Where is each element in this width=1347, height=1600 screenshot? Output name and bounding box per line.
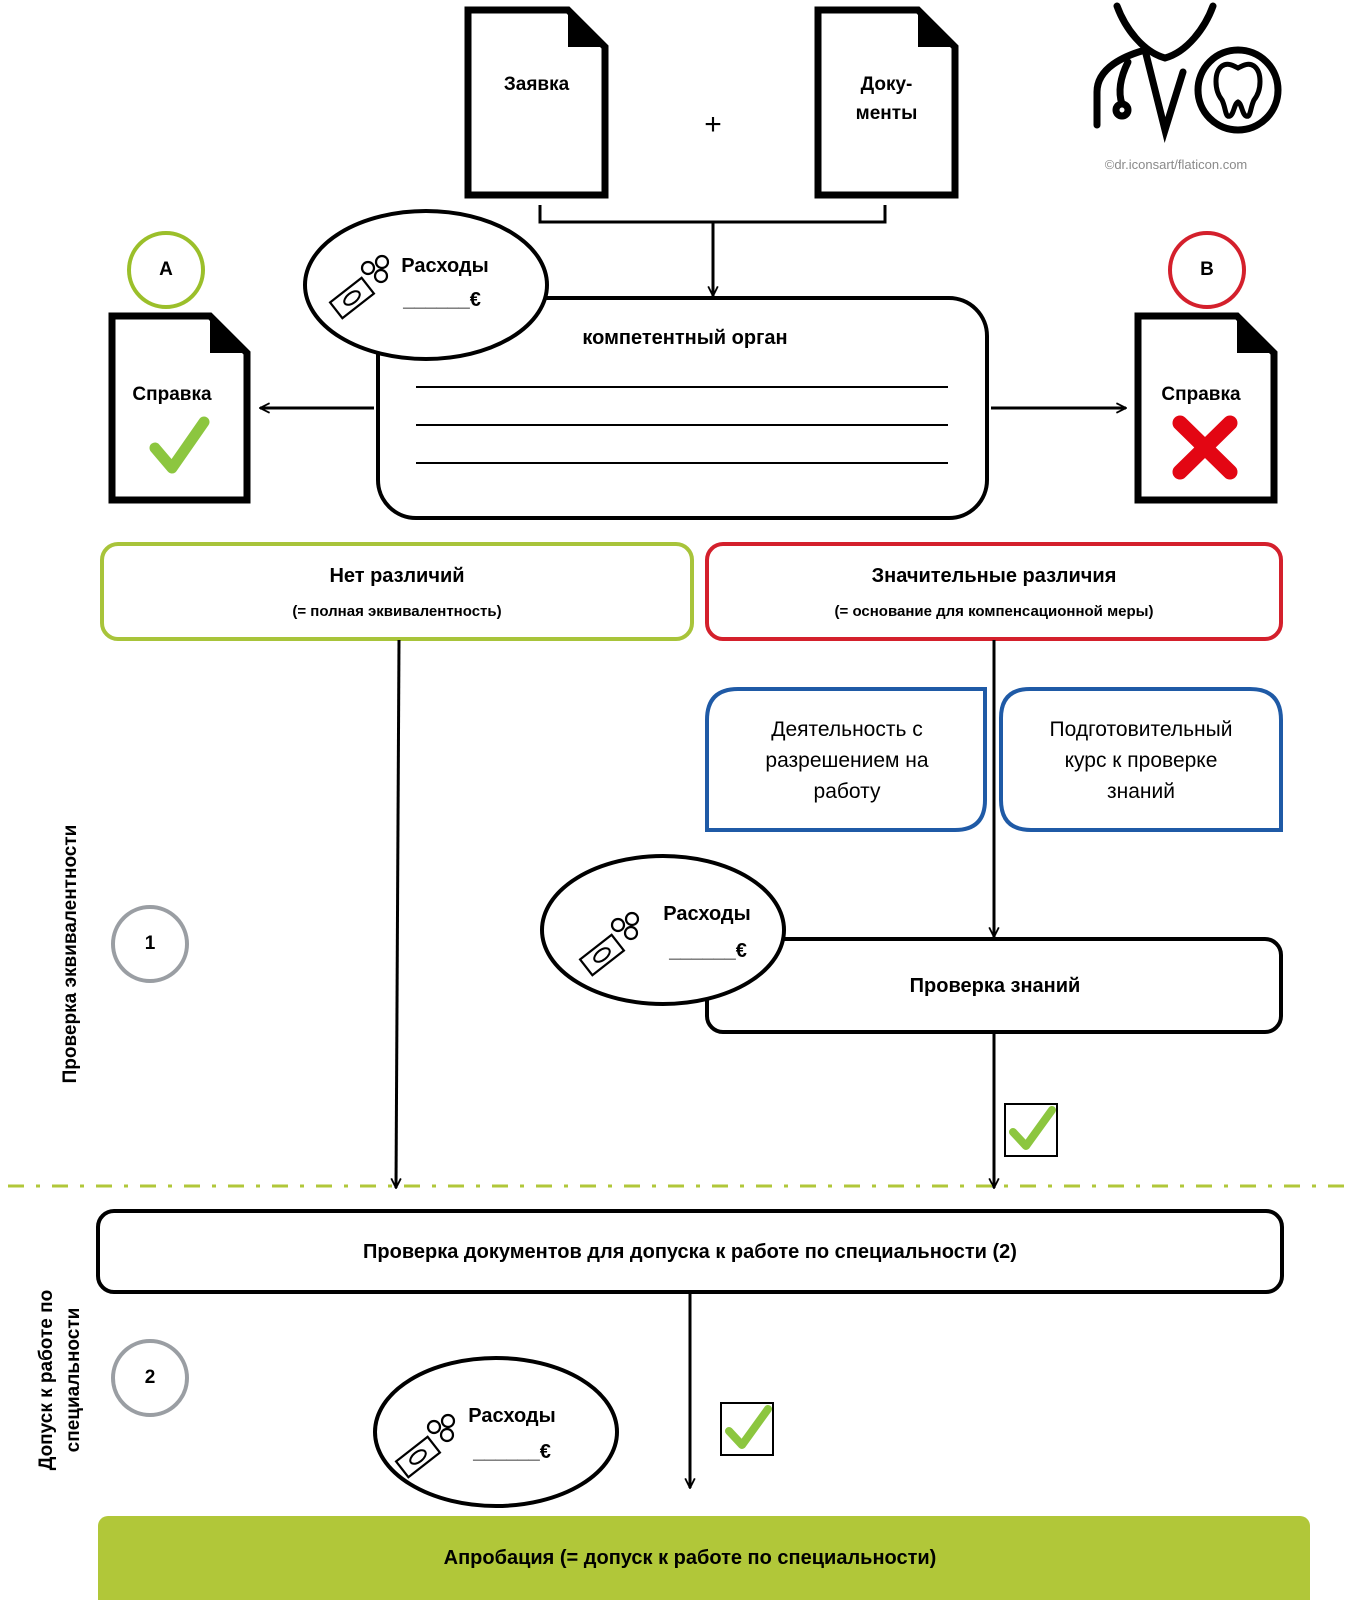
costs-value: ______€ (403, 289, 481, 311)
authority-title: компетентный орган (582, 327, 788, 349)
marker-b-label: B (1200, 259, 1214, 280)
no-differences-subtitle: (= полная эквивалентность) (292, 603, 502, 620)
option-box-work-permit (705, 687, 987, 832)
document-check-title: Проверка документов для допуска к работе… (363, 1241, 1017, 1263)
marker-b-circle (1168, 231, 1246, 309)
stage-2-label-line1: Допуск к работе по (36, 1289, 57, 1471)
documents-doc-label-line1: Доку- (860, 74, 913, 95)
certificate-a-label: Справка (132, 384, 212, 405)
approbation-title: Апробация (= допуск к работе по специаль… (443, 1547, 937, 1569)
application-doc-label: Заявка (503, 74, 570, 95)
stage-1-label: Проверка эквивалентности (60, 824, 81, 1084)
certificate-b-icon (1134, 312, 1278, 504)
costs-label: Расходы (401, 255, 489, 277)
costs-ellipse-document-check (373, 1356, 619, 1508)
plus-sign: + (704, 108, 722, 141)
documents-doc-icon (814, 6, 959, 199)
option-box-prep-course (999, 687, 1283, 832)
no-differences-title: Нет различий (329, 565, 465, 587)
option-work-permit-text: Деятельность с разрешением на работу (765, 718, 929, 803)
stage-2-label-line2: специальности (63, 1307, 84, 1453)
marker-a-circle (127, 231, 205, 309)
costs-value: ______€ (473, 1441, 551, 1463)
costs-label: Расходы (663, 903, 751, 925)
stage-2-number: 2 (144, 1367, 156, 1388)
costs-label: Расходы (468, 1405, 556, 1427)
checkmark-icon (725, 1405, 772, 1449)
stage-2-circle (111, 1339, 189, 1417)
significant-differences-box (705, 542, 1283, 641)
no-differences-box (100, 542, 694, 641)
documents-doc-label-line2: менты (855, 103, 918, 124)
certificate-b-label: Справка (1161, 384, 1241, 405)
costs-ellipse-authority (303, 209, 549, 361)
stage-1-circle (111, 905, 189, 983)
dentist-icon (1093, 2, 1282, 143)
checkmark-icon (149, 416, 210, 474)
option-prep-course-text: Подготовительный курс к проверке знаний (1049, 718, 1233, 803)
costs-value: ______€ (669, 940, 747, 962)
application-doc-icon (464, 6, 609, 199)
arrow-no-diff-down (396, 639, 399, 1188)
certificate-a-icon (108, 312, 251, 504)
stage-1-number: 1 (144, 933, 156, 954)
approbation-bar (98, 1516, 1310, 1600)
cross-icon (1172, 415, 1238, 480)
document-check-box (96, 1209, 1284, 1294)
significant-differences-subtitle: (= основание для компенсационной меры) (834, 603, 1154, 620)
knowledge-test-title: Проверка знаний (909, 975, 1081, 997)
marker-a-label: A (159, 259, 173, 280)
icon-credit: ©dr.iconsart/flaticon.com (1104, 157, 1248, 172)
checkmark-icon (1009, 1106, 1056, 1150)
significant-differences-title: Значительные различия (871, 565, 1117, 587)
